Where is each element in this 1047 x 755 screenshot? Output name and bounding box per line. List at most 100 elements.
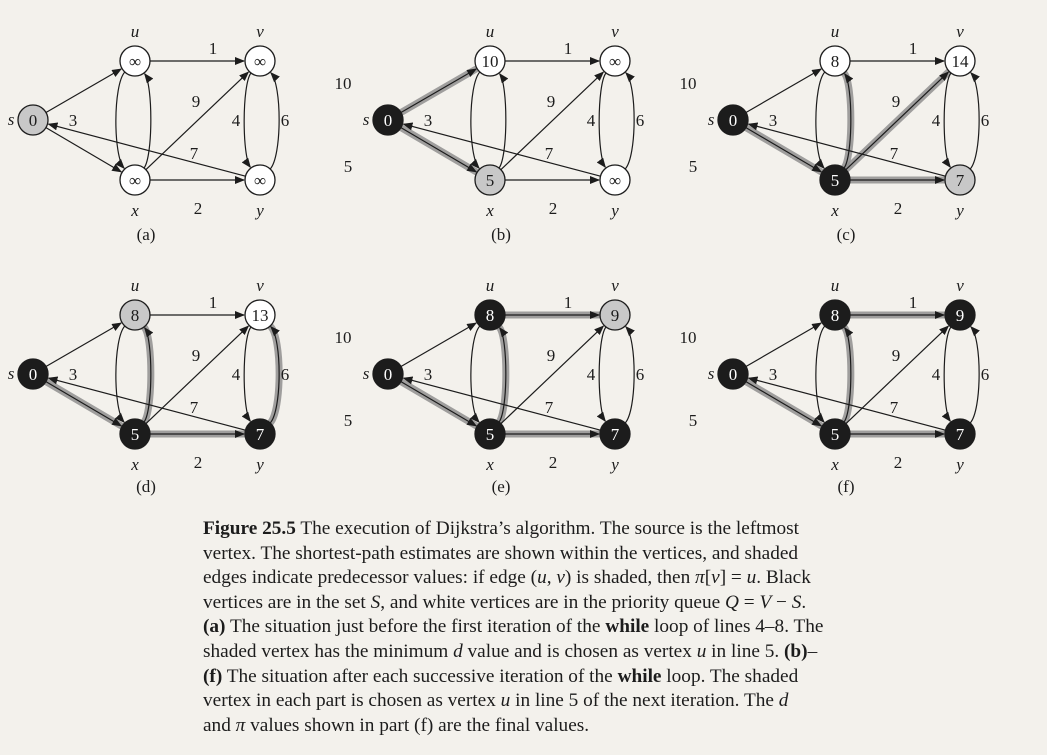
edge-weight-sx: 5	[689, 411, 698, 430]
edge-u-x	[470, 325, 481, 423]
vertex-s-distance: 0	[29, 365, 38, 384]
vertex-name-s: s	[708, 110, 715, 129]
vertex-name-y: y	[954, 201, 964, 220]
vertex-name-s: s	[363, 364, 370, 383]
caption-text: π	[695, 567, 705, 589]
edge-y-v	[969, 72, 980, 170]
edge-y-s	[402, 122, 601, 177]
vertex-name-s: s	[708, 364, 715, 383]
edge-u-x	[115, 71, 126, 169]
edge-weight-xy: 2	[549, 199, 558, 218]
vertex-x-distance: 5	[831, 425, 840, 444]
caption-text: loop. The shaded	[661, 665, 799, 687]
caption-text: (b)	[784, 640, 808, 662]
edge-weight-xv: 9	[192, 346, 201, 365]
edge-weight-sx: 5	[689, 157, 698, 176]
edge-weight-ys: 7	[545, 398, 554, 417]
vertex-x-distance: ∞	[129, 171, 141, 190]
shaded-edge-xu	[840, 70, 855, 172]
caption-text: v	[556, 567, 565, 589]
caption-text: −	[771, 591, 792, 613]
edge-y-v	[969, 326, 980, 424]
caption-text: =	[738, 591, 760, 613]
edge-weight-xv: 9	[192, 92, 201, 111]
edge-weight-su: 10	[680, 328, 697, 347]
vertex-v	[599, 299, 631, 331]
vertex-v	[244, 299, 276, 331]
edge-x-u	[843, 326, 854, 423]
vertex-u	[119, 45, 151, 77]
caption-text: shaded vertex has the minimum	[203, 640, 454, 662]
vertex-v	[244, 45, 276, 77]
vertex-x-distance: 5	[831, 171, 840, 190]
edge-v-y	[596, 72, 607, 169]
edge-x-u	[843, 72, 854, 169]
vertex-s-distance: 0	[29, 111, 38, 130]
caption-text: [	[704, 567, 712, 589]
figure-label: Figure 25.5	[203, 518, 296, 539]
vertex-s	[17, 358, 49, 390]
vertex-name-v: v	[956, 22, 964, 41]
caption-text: ] =	[719, 567, 747, 589]
edge-x-v	[500, 71, 605, 171]
vertex-v-distance: ∞	[254, 52, 266, 71]
edge-x-u	[498, 72, 509, 169]
vertex-s-distance: 0	[384, 111, 393, 130]
vertex-y-distance: 7	[256, 425, 265, 444]
vertex-name-s: s	[8, 110, 15, 129]
vertex-v	[599, 45, 631, 77]
edge-v-y	[941, 326, 952, 423]
edge-y-v	[269, 326, 280, 424]
vertex-x	[119, 418, 151, 450]
caption-text: S	[791, 591, 802, 613]
vertex-name-x: x	[130, 455, 139, 474]
vertex-name-y: y	[609, 455, 619, 474]
vertex-y-distance: 7	[956, 425, 965, 444]
edge-v-y	[241, 326, 252, 423]
graph-panel-d: 105123924670s8u13v5x7y(d)	[8, 276, 290, 496]
edge-u-x	[115, 325, 126, 423]
caption-text: The execution of Dijkstra’s algorithm. T…	[300, 518, 800, 539]
edge-s-x	[400, 127, 478, 173]
caption-text: edges indicate predecessor values: if ed…	[203, 567, 538, 589]
caption-text: ,	[546, 567, 557, 589]
vertex-name-s: s	[8, 364, 15, 383]
caption-line: and π values shown in part (f) are the f…	[203, 714, 993, 739]
caption-text: The situation just before the first iter…	[225, 616, 606, 638]
caption-line: vertex in each part is chosen as vertex …	[203, 689, 993, 714]
caption-line: vertex. The shortest-path estimates are …	[203, 542, 993, 567]
caption-line: vertices are in the set S , and white ver…	[203, 591, 993, 616]
caption-text: vertex in each part is chosen as vertex	[203, 690, 501, 712]
edge-weight-uv: 1	[909, 39, 918, 58]
caption-text: The situation after each successive iter…	[222, 665, 618, 687]
vertex-v-distance: 14	[952, 52, 970, 71]
edge-y-v	[624, 326, 635, 424]
vertex-x	[119, 164, 151, 196]
edge-y-s	[747, 376, 946, 431]
vertex-x	[819, 418, 851, 450]
edge-weight-xu: 3	[424, 111, 433, 130]
caption-text: . Black	[756, 567, 811, 589]
vertex-s-distance: 0	[729, 111, 738, 130]
vertex-x-distance: 5	[131, 425, 140, 444]
caption-text: , and white vertices are in the priority…	[380, 591, 725, 613]
edge-s-x	[400, 381, 478, 427]
graph-panel-e: 105123924670s8u9v5x7y(e)	[335, 276, 645, 496]
edge-s-x	[745, 127, 823, 173]
vertex-name-y: y	[954, 455, 964, 474]
edge-x-v	[145, 325, 250, 425]
vertex-x-distance: 5	[486, 171, 495, 190]
edge-weight-su: 10	[335, 74, 352, 93]
caption-text: vertices are in the set	[203, 591, 371, 613]
vertex-u-distance: 10	[482, 52, 499, 71]
edge-y-s	[47, 376, 246, 431]
vertex-u	[819, 45, 851, 77]
caption-text: u	[696, 640, 707, 662]
edge-weight-yv: 6	[636, 365, 645, 384]
vertex-name-x: x	[830, 201, 839, 220]
vertex-name-y: y	[254, 201, 264, 220]
edge-u-x	[470, 71, 481, 169]
vertex-y-distance: 7	[956, 171, 965, 190]
edge-weight-su: 10	[680, 74, 697, 93]
vertex-u	[819, 299, 851, 331]
